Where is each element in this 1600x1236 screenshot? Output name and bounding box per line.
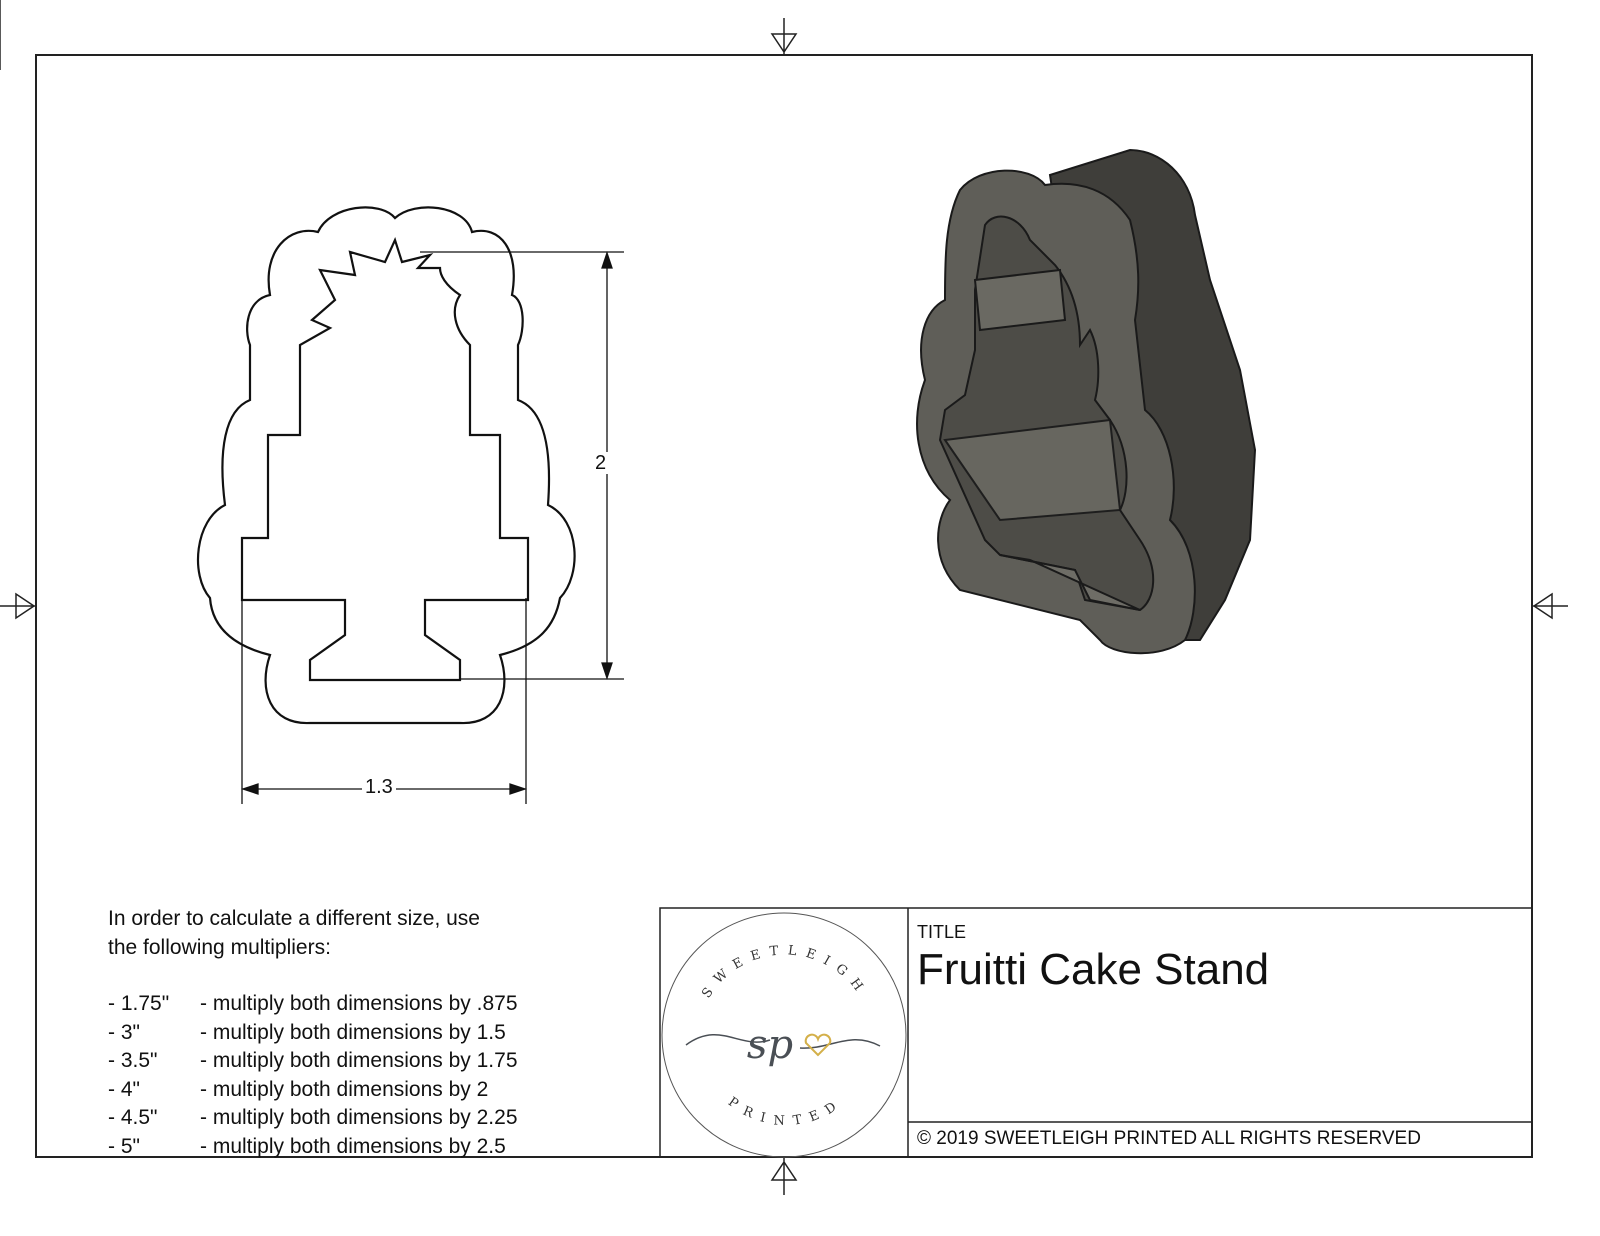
intro-line-1: In order to calculate a different size, …: [108, 907, 480, 930]
multiplier-text: - multiply both dimensions by 1.75: [200, 1049, 518, 1073]
multiplier-text: - multiply both dimensions by 1.5: [200, 1020, 506, 1044]
drawing-title: Fruitti Cake Stand: [917, 945, 1270, 994]
logo-monogram: sp: [747, 1022, 793, 1068]
width-dimension-label: 1.3: [362, 776, 396, 798]
copyright-notice: © 2019 SWEETLEIGH PRINTED ALL RIGHTS RES…: [917, 1128, 1421, 1149]
cutter-outline: [196, 206, 576, 725]
multiplier-row: - 1.75" - multiply both dimensions by .87…: [108, 990, 518, 1019]
multiplier-text: - multiply both dimensions by .875: [200, 992, 518, 1015]
multiplier-row: - 4.5" - multiply both dimensions by 2.25: [108, 1104, 518, 1133]
multiplier-text: - multiply both dimensions by 2.25: [200, 1106, 518, 1130]
size: - 3.5": [108, 1049, 158, 1073]
multiplier-list: - 1.75" - multiply both dimensions by .87…: [108, 990, 518, 1162]
svg-text:PRINTED: PRINTED: [725, 1095, 847, 1129]
multiplier-row: - 4" - multiply both dimensions by 2: [108, 1076, 518, 1105]
logo-bottom-text: PRINTED: [725, 1095, 838, 1129]
title-label: TITLE: [917, 922, 967, 942]
size: - 5": [108, 1134, 140, 1158]
resize-instructions: In order to calculate a different size, …: [108, 904, 480, 962]
size: - 3": [108, 1020, 140, 1044]
multiplier-row: - 5" - multiply both dimensions by 2.5: [108, 1133, 518, 1162]
centering-marks: [0, 0, 1568, 1195]
title-block-frame: [659, 907, 1533, 1158]
cutter-3d-model: [916, 148, 1257, 655]
height-dimension-label: 2: [592, 452, 610, 474]
multiplier-text: - multiply both dimensions by 2: [200, 1077, 489, 1101]
svg-text:SWEETLEIGH: SWEETLEIGH: [699, 943, 870, 1001]
intro-line-2: the following multipliers:: [108, 936, 331, 959]
heart-icon: [804, 1033, 832, 1057]
multiplier-row: - 3.5" - multiply both dimensions by 1.75: [108, 1047, 518, 1076]
size: - 1.75": [108, 992, 170, 1015]
dimension-lines: [240, 250, 624, 804]
multiplier-row: - 3" - multiply both dimensions by 1.5: [108, 1019, 518, 1048]
size: - 4.5": [108, 1106, 158, 1130]
multiplier-text: - multiply both dimensions by 2.5: [200, 1134, 506, 1158]
logo-top-text: SWEETLEIGH: [699, 943, 861, 1001]
size: - 4": [108, 1077, 140, 1101]
sweetleigh-logo: sp SWEETLEIGH PRINTED: [661, 912, 907, 1158]
